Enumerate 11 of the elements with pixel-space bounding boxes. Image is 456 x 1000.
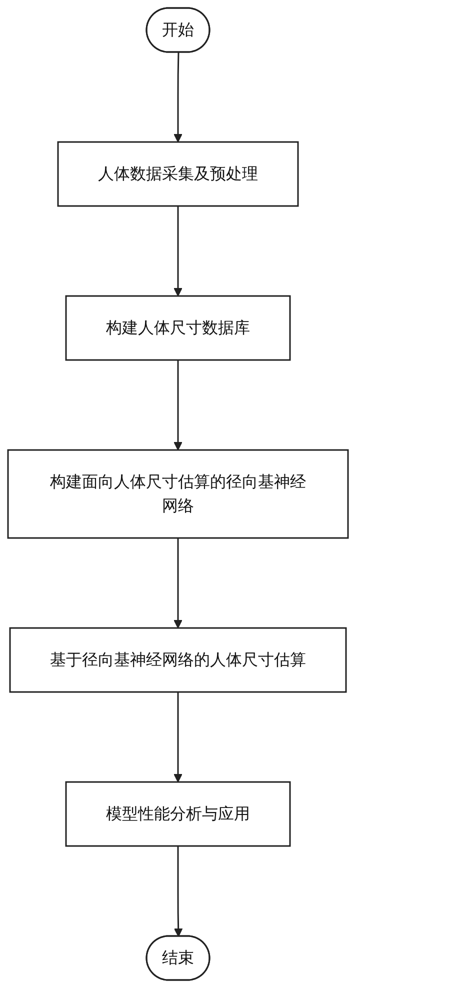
arrow: [174, 206, 182, 296]
node-box: 基于径向基神经网络的人体尺寸估算: [9, 627, 347, 693]
arrow: [174, 538, 182, 628]
node-box: 构建人体尺寸数据库: [65, 295, 291, 361]
node-box: 人体数据采集及预处理: [57, 141, 299, 207]
arrow: [174, 52, 182, 142]
arrow: [174, 360, 182, 450]
node-box: 构建面向人体尺寸估算的径向基神经网络: [7, 449, 349, 539]
node-box: 模型性能分析与应用: [65, 781, 291, 847]
arrow: [174, 692, 182, 782]
arrow: [174, 846, 183, 937]
